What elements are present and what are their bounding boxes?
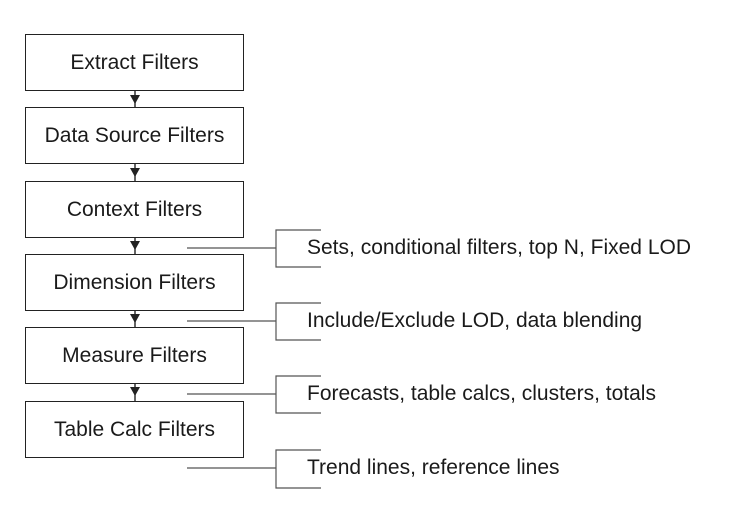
stage-label: Context Filters xyxy=(66,197,203,221)
stage-label: Measure Filters xyxy=(62,343,207,367)
stage-label: Table Calc Filters xyxy=(53,417,216,441)
annotation-trend-reference-lines: Trend lines, reference lines xyxy=(307,450,560,486)
arrow-down-icon xyxy=(130,314,140,323)
arrow-down-icon xyxy=(130,387,140,396)
bracket-2 xyxy=(275,302,321,341)
stage-label: Data Source Filters xyxy=(44,123,225,147)
arrow-down-icon xyxy=(130,168,140,177)
bracket-1 xyxy=(275,229,321,268)
stage-label: Dimension Filters xyxy=(53,270,216,294)
annotation-label: Trend lines, reference lines xyxy=(307,456,560,479)
stage-label: Extract Filters xyxy=(70,50,199,74)
stage-dimension-filters: Dimension Filters xyxy=(25,254,244,311)
stage-data-source-filters: Data Source Filters xyxy=(25,107,244,164)
stage-extract-filters: Extract Filters xyxy=(25,34,244,91)
annotation-label: Sets, conditional filters, top N, Fixed … xyxy=(307,236,691,259)
stage-measure-filters: Measure Filters xyxy=(25,327,244,384)
stage-context-filters: Context Filters xyxy=(25,181,244,238)
annotation-sets-fixed-lod: Sets, conditional filters, top N, Fixed … xyxy=(307,230,691,266)
annotation-label: Include/Exclude LOD, data blending xyxy=(307,309,643,332)
arrow-down-icon xyxy=(130,95,140,104)
bracket-4 xyxy=(275,449,321,489)
annotation-forecasts-table-calcs: Forecasts, table calcs, clusters, totals xyxy=(307,376,656,412)
annotation-include-exclude-lod: Include/Exclude LOD, data blending xyxy=(307,303,642,339)
stage-table-calc-filters: Table Calc Filters xyxy=(25,401,244,458)
annotation-label: Forecasts, table calcs, clusters, totals xyxy=(307,382,656,405)
arrow-down-icon xyxy=(130,241,140,250)
bracket-3 xyxy=(275,375,321,414)
